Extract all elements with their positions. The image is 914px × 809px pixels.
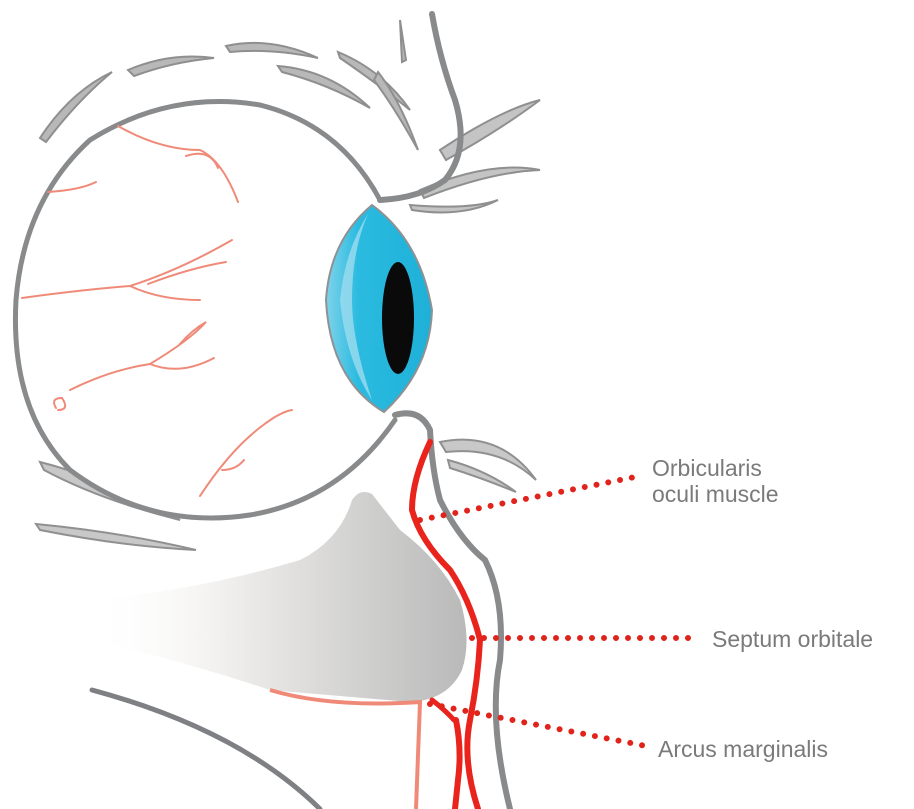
- arcus-leader: [430, 704, 646, 746]
- lash: [410, 200, 498, 212]
- brow-hair: [278, 66, 370, 108]
- lash: [448, 460, 516, 492]
- septum-pink-line: [270, 690, 420, 809]
- orbital-fat-pad: [90, 492, 467, 702]
- orbicularis-leader: [420, 476, 640, 520]
- brow-hair: [128, 57, 214, 77]
- cheek-contour: [92, 690, 320, 809]
- septum-label: Septum orbitale: [712, 626, 873, 652]
- septum-red-branch: [455, 720, 460, 809]
- lash: [36, 524, 196, 550]
- orbicularis-label-line1: Orbicularis: [652, 455, 762, 481]
- arcus-red-line: [432, 700, 454, 720]
- orbicularis-label-line2: oculi muscle: [652, 481, 779, 507]
- brow-hair: [226, 43, 318, 58]
- brow-hair: [374, 72, 418, 150]
- arcus-label: Arcus marginalis: [658, 736, 828, 762]
- upper-lashes: [410, 100, 540, 212]
- brow-hair: [400, 20, 406, 62]
- pupil: [382, 262, 414, 374]
